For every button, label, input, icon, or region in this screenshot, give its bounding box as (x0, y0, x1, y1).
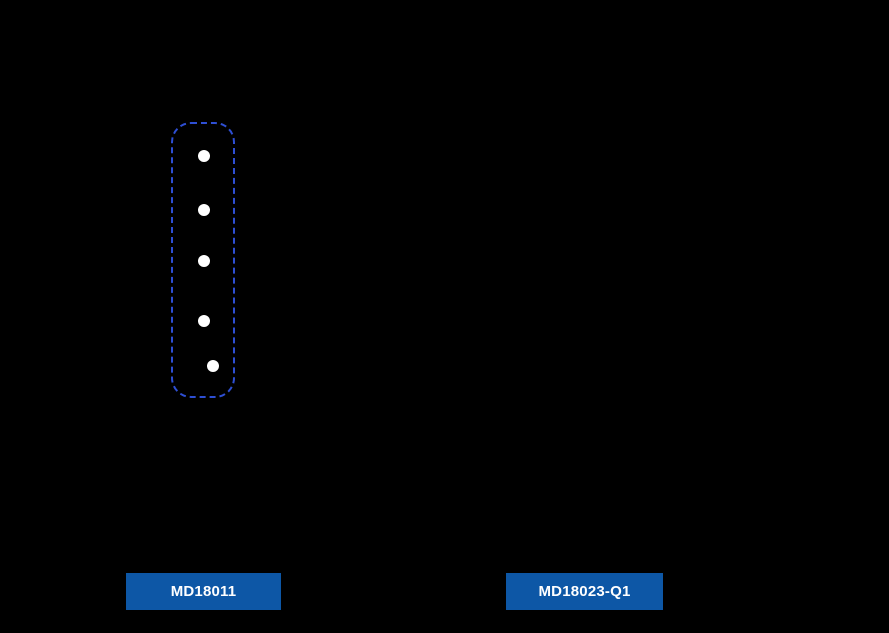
device-label-md18011[interactable]: MD18011 (126, 573, 281, 610)
pin-dot (207, 360, 219, 372)
pin-dot (198, 315, 210, 327)
pin-dot (198, 204, 210, 216)
pin-dot (198, 255, 210, 267)
device-label-md18023-q1[interactable]: MD18023-Q1 (506, 573, 663, 610)
highlighted-pin-group-outline (171, 122, 235, 398)
pin-dot (198, 150, 210, 162)
